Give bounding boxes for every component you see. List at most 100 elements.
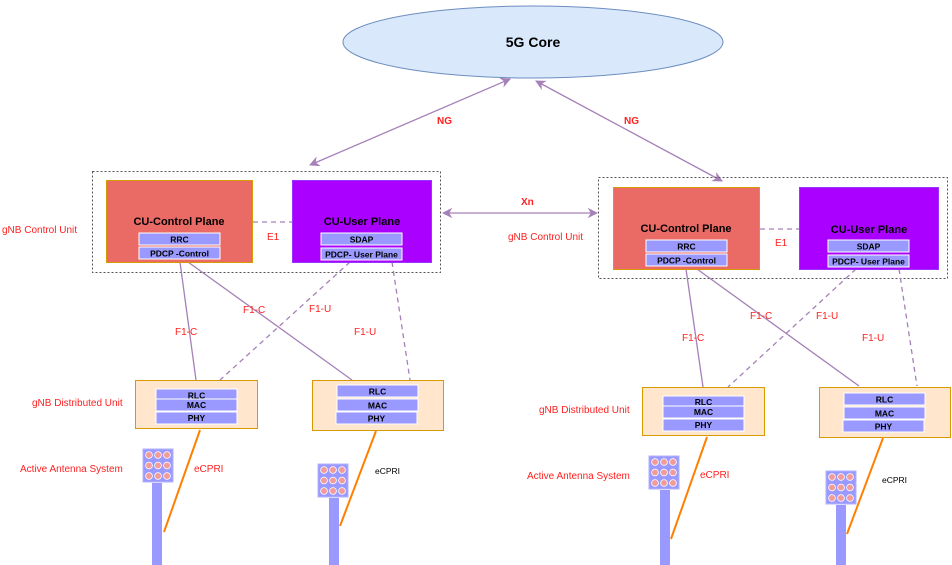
antenna-pole: [329, 498, 339, 565]
antenna-3[interactable]: [648, 455, 680, 565]
antenna-element: [154, 451, 162, 459]
layer-rlc-label: RLC: [876, 395, 893, 405]
layer-pdcp-control: [138, 246, 221, 260]
f1c-label-right-2: F1-C: [750, 311, 772, 322]
layer-rlc-label: RLC: [188, 391, 205, 401]
layer-mac-label: MAC: [187, 400, 206, 410]
cu-control-plane-title: CU-Control Plane: [640, 223, 731, 235]
cu-control-plane-left[interactable]: CU-Control Plane RRC PDCP -Control: [106, 180, 253, 263]
layer-pdcp-control-label: PDCP -Control: [150, 249, 209, 259]
layer-pdcp-control: [645, 253, 728, 267]
cu-user-plane-title: CU-User Plane: [831, 224, 907, 236]
5g-core-label: 5G Core: [506, 34, 561, 50]
antenna-element: [669, 479, 677, 487]
antenna-element: [163, 451, 171, 459]
antenna-element: [145, 451, 153, 459]
antenna-element: [828, 483, 836, 492]
cu-user-plane-left[interactable]: CU-User Plane SDAP PDCP- User Plane: [292, 180, 432, 263]
cu-control-plane-right[interactable]: CU-Control Plane RRC PDCP -Control: [613, 187, 760, 270]
ng-label-left: NG: [437, 116, 452, 127]
antenna-pole: [152, 483, 162, 565]
f1u-link-left-2: [391, 261, 411, 381]
layer-phy: [842, 419, 925, 433]
f1u-label-right-2: F1-U: [862, 333, 884, 344]
antenna-pole: [836, 505, 846, 565]
antenna-element: [660, 479, 668, 487]
antenna-element: [320, 476, 328, 485]
layer-sdap-label: SDAP: [857, 242, 881, 252]
f1u-link-right-2: [898, 268, 918, 387]
antenna-element: [669, 458, 677, 466]
antenna-element: [163, 461, 171, 470]
ecpri-label-2: eCPRI: [375, 466, 400, 476]
f1c-link-left-2: [187, 261, 353, 381]
f1c-link-right-1: [685, 268, 704, 388]
antenna-element: [837, 483, 845, 492]
layer-phy-label: PHY: [368, 414, 386, 424]
layer-phy-label: PHY: [188, 413, 206, 423]
layer-pdcp-control-label: PDCP -Control: [657, 256, 716, 266]
ecpri-label-3: eCPRI: [700, 470, 729, 481]
f1c-link-left-1: [179, 261, 197, 381]
antenna-element: [846, 473, 854, 481]
layer-phy-label: PHY: [695, 420, 713, 430]
antenna-element: [669, 468, 677, 477]
antenna-element: [828, 494, 836, 502]
layer-sdap-label: SDAP: [350, 235, 374, 245]
cu-user-plane-title: CU-User Plane: [324, 216, 400, 228]
f1u-label-right-1: F1-U: [816, 311, 838, 322]
ng-link-right: [535, 80, 723, 182]
gnb-du-2[interactable]: RLC MAC PHY: [312, 380, 444, 431]
layer-mac: [843, 406, 926, 420]
antenna-element: [163, 472, 171, 480]
antenna-element: [660, 458, 668, 466]
layer-mac: [336, 398, 419, 412]
antenna-element: [651, 458, 659, 466]
f1u-label-left-1: F1-U: [309, 304, 331, 315]
antenna-element: [660, 468, 668, 477]
layer-pdcp-user-label: PDCP- User Plane: [832, 257, 905, 267]
gnb-cu-container-right: [598, 177, 948, 279]
f1u-link-right-1: [727, 268, 857, 388]
antenna-element: [651, 468, 659, 477]
layer-mac-label: MAC: [694, 407, 713, 417]
antenna-element: [338, 487, 346, 495]
gnb-control-unit-label-left: gNB Control Unit: [2, 225, 77, 236]
layer-sdap: [827, 239, 910, 253]
layer-rlc-label: RLC: [369, 387, 386, 397]
antenna-element: [154, 461, 162, 470]
layer-rrc: [645, 239, 728, 253]
layer-pdcp-user-label: PDCP- User Plane: [325, 250, 398, 260]
f1c-label-left-2: F1-C: [243, 305, 265, 316]
antenna-2[interactable]: [317, 463, 349, 565]
antenna-element: [837, 494, 845, 502]
layer-sdap: [320, 232, 403, 246]
e1-label-left: E1: [267, 232, 280, 243]
5g-core[interactable]: 5G Core: [342, 5, 724, 79]
ng-label-right: NG: [624, 116, 639, 127]
gnb-du-4[interactable]: RLC MAC PHY: [819, 387, 951, 438]
antenna-element: [329, 476, 337, 485]
antenna-element: [837, 473, 845, 481]
layer-mac: [662, 405, 745, 419]
antenna-panel-icon: [317, 463, 349, 498]
gnb-du-1[interactable]: RLC MAC PHY: [135, 380, 258, 429]
ecpri-link-2: [339, 430, 377, 527]
antenna-element: [145, 461, 153, 470]
layer-rlc-label: RLC: [695, 397, 712, 407]
antenna-1[interactable]: [142, 448, 174, 565]
layer-mac: [155, 398, 238, 412]
f1u-link-left-1: [219, 261, 351, 381]
layer-pdcp-user: [320, 247, 403, 261]
antenna-element: [329, 466, 337, 474]
gnb-du-3[interactable]: RLC MAC PHY: [642, 387, 765, 436]
ng-link-left: [309, 77, 511, 167]
cu-user-plane-right[interactable]: CU-User Plane SDAP PDCP- User Plane: [799, 187, 939, 270]
antenna-element: [338, 466, 346, 474]
antenna-4[interactable]: [825, 470, 857, 565]
layer-rrc-label: RRC: [170, 235, 188, 245]
antenna-element: [846, 483, 854, 492]
antenna-element: [320, 487, 328, 495]
layer-mac-label: MAC: [368, 401, 387, 411]
antenna-element: [846, 494, 854, 502]
